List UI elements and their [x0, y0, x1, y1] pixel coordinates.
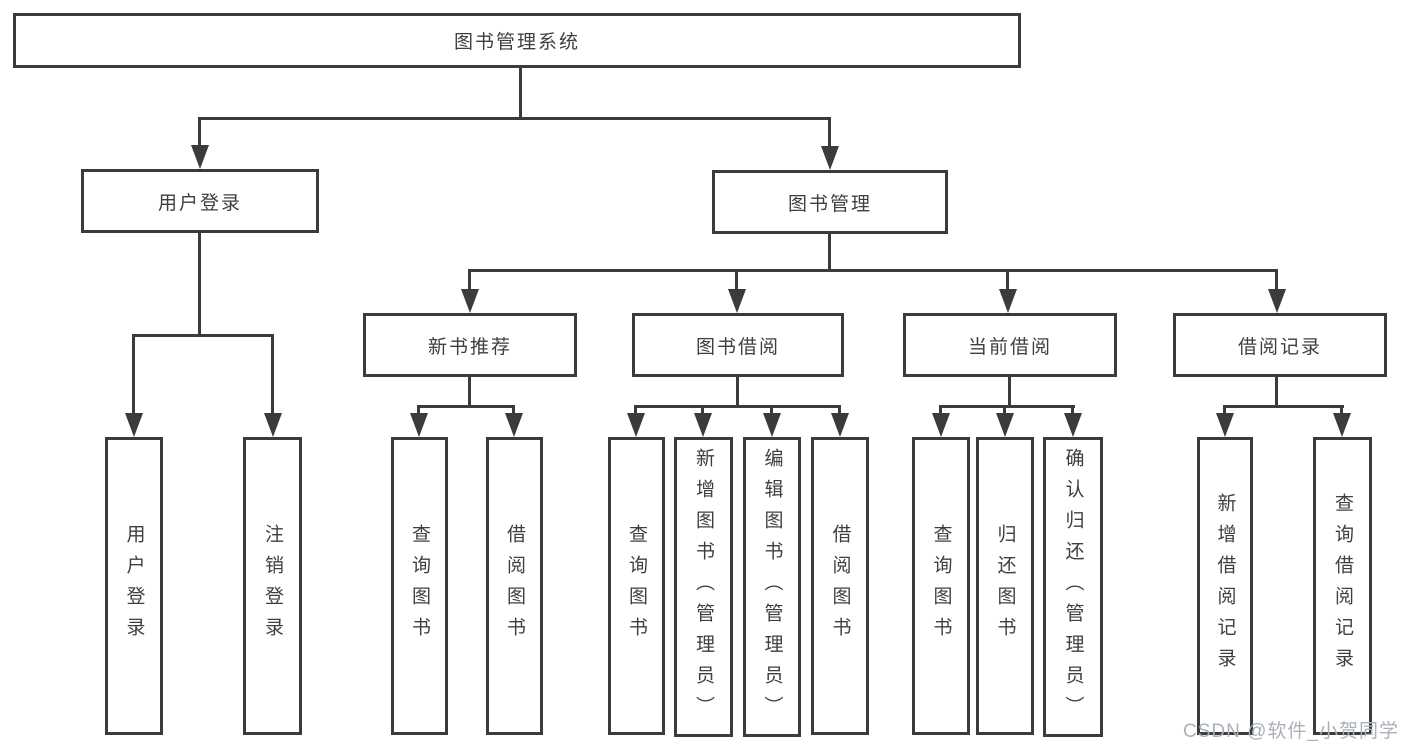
- arrowhead: [728, 289, 746, 313]
- connector-line: [198, 117, 201, 147]
- connector-line: [1003, 405, 1006, 415]
- node-library-management-system: 图书管理系统: [13, 13, 1021, 68]
- node-label: 查询借阅记录: [1332, 493, 1353, 679]
- connector-line: [1008, 377, 1011, 407]
- connector-line: [1223, 405, 1226, 415]
- leaf-logout: 注销登录: [243, 437, 302, 735]
- csdn-watermark: CSDN @软件_小贺同学: [1183, 721, 1399, 742]
- arrowhead: [264, 413, 282, 437]
- connector-line: [1071, 405, 1074, 415]
- arrowhead: [694, 413, 712, 437]
- node-label: 归还图书: [994, 524, 1016, 648]
- leaf-borrow-edit-book-admin: 编辑图书（管理员）: [743, 437, 801, 737]
- node-label: 用户登录: [157, 192, 242, 214]
- connector-line: [468, 269, 1278, 272]
- arrowhead: [1216, 413, 1234, 437]
- node-label: 用户登录: [123, 524, 145, 648]
- node-label: 借阅图书: [504, 524, 525, 648]
- connector-line: [198, 233, 201, 337]
- node-label: 新增借阅记录: [1214, 493, 1236, 679]
- node-label: 借阅记录: [1237, 336, 1322, 358]
- connector-line: [198, 117, 831, 120]
- connector-line: [736, 377, 739, 407]
- node-new-book-recommendation: 新书推荐: [363, 313, 577, 377]
- connector-line: [1275, 269, 1278, 291]
- leaf-borrow-borrow-books: 借阅图书: [811, 437, 869, 735]
- connector-line: [770, 405, 773, 415]
- connector-line: [417, 405, 515, 408]
- connector-line: [838, 405, 841, 415]
- arrowhead: [191, 145, 209, 169]
- arrowhead: [763, 413, 781, 437]
- arrowhead: [996, 413, 1014, 437]
- arrowhead: [831, 413, 849, 437]
- node-label: 图书管理系统: [453, 32, 580, 53]
- connector-line: [1340, 405, 1343, 415]
- connector-line: [828, 234, 831, 271]
- arrowhead: [125, 413, 143, 437]
- node-user-login: 用户登录: [81, 169, 319, 233]
- node-label: 图书借阅: [695, 336, 780, 358]
- node-label: 新增图书（管理员）: [693, 447, 714, 727]
- connector-line: [634, 405, 637, 415]
- node-label: 编辑图书（管理员）: [761, 447, 783, 727]
- node-book-borrowing: 图书借阅: [632, 313, 844, 377]
- connector-line: [132, 334, 274, 337]
- arrowhead: [461, 289, 479, 313]
- node-label: 确认归还（管理员）: [1062, 447, 1084, 727]
- arrowhead: [410, 413, 428, 437]
- node-label: 图书管理: [787, 193, 872, 215]
- connector-line: [634, 405, 841, 408]
- leaf-newbook-borrow-books: 借阅图书: [486, 437, 543, 735]
- node-label: 查询图书: [626, 524, 647, 648]
- node-label: 注销登录: [262, 524, 283, 648]
- leaf-user-login: 用户登录: [105, 437, 163, 735]
- connector-line: [701, 405, 704, 415]
- connector-line: [1006, 269, 1009, 291]
- connector-line: [512, 405, 515, 415]
- connector-line: [519, 68, 522, 120]
- leaf-current-confirm-return-admin: 确认归还（管理员）: [1043, 437, 1103, 737]
- node-current-borrowing: 当前借阅: [903, 313, 1117, 377]
- connector-line: [468, 377, 471, 407]
- connector-line: [939, 405, 1075, 408]
- leaf-current-query-books: 查询图书: [912, 437, 970, 735]
- node-book-management: 图书管理: [712, 170, 948, 234]
- arrowhead: [1064, 413, 1082, 437]
- connector-line: [132, 334, 135, 415]
- arrowhead: [999, 289, 1017, 313]
- connector-line: [735, 269, 738, 291]
- node-label: 新书推荐: [427, 336, 512, 358]
- leaf-borrow-query-books: 查询图书: [608, 437, 665, 735]
- node-label: 查询图书: [409, 524, 430, 648]
- arrowhead: [821, 146, 839, 170]
- node-label: 借阅图书: [829, 524, 851, 648]
- connector-line: [1275, 377, 1278, 407]
- connector-line: [1223, 405, 1344, 408]
- node-label: 当前借阅: [967, 336, 1052, 358]
- arrowhead: [505, 413, 523, 437]
- connector-line: [468, 269, 471, 291]
- arrowhead: [932, 413, 950, 437]
- connector-line: [271, 334, 274, 415]
- node-label: 查询图书: [930, 524, 952, 648]
- leaf-records-query-borrow-record: 查询借阅记录: [1313, 437, 1372, 735]
- node-borrowing-records: 借阅记录: [1173, 313, 1387, 377]
- connector-line: [939, 405, 942, 415]
- connector-line: [417, 405, 420, 415]
- arrowhead: [1268, 289, 1286, 313]
- arrowhead: [627, 413, 645, 437]
- leaf-records-add-borrow-record: 新增借阅记录: [1197, 437, 1253, 735]
- leaf-current-return-books: 归还图书: [976, 437, 1034, 735]
- leaf-borrow-add-book-admin: 新增图书（管理员）: [674, 437, 733, 737]
- leaf-newbook-query-books: 查询图书: [391, 437, 448, 735]
- connector-line: [828, 117, 831, 148]
- arrowhead: [1333, 413, 1351, 437]
